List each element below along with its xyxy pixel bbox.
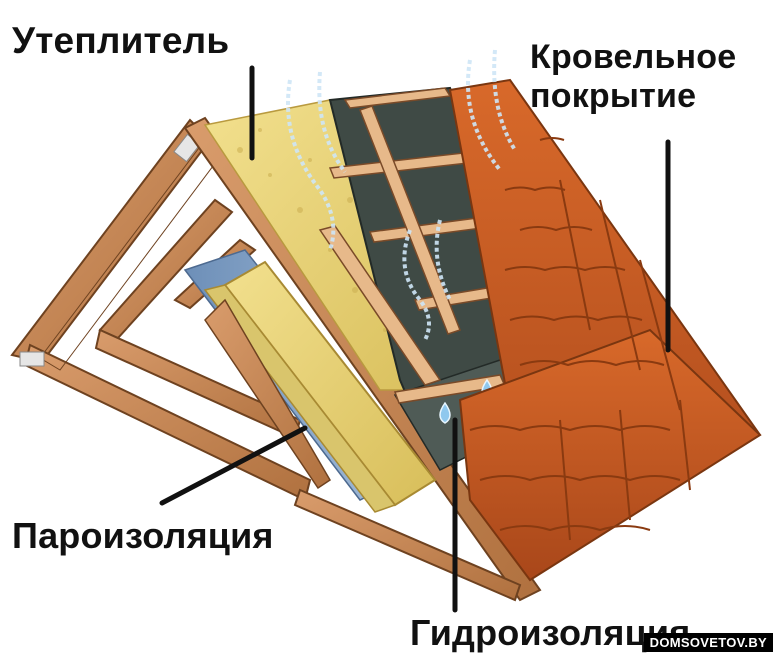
label-insulation: Утеплитель <box>12 20 230 61</box>
rafter-frame <box>10 118 312 502</box>
label-roofing: Кровельное покрытие <box>530 38 736 116</box>
airflow-arrows-icon <box>286 49 517 341</box>
label-vapor-barrier: Пароизоляция <box>12 515 274 556</box>
roof-tiles <box>448 78 762 582</box>
label-roofing-line2: покрытие <box>530 77 697 116</box>
label-roofing-line1: Кровельное <box>530 38 737 76</box>
label-waterproofing: Гидроизоляция <box>410 612 691 653</box>
pointer-lines <box>159 65 671 613</box>
watermark: DOMSOVETOV.BY <box>643 633 773 652</box>
bottom-plate <box>293 488 522 602</box>
